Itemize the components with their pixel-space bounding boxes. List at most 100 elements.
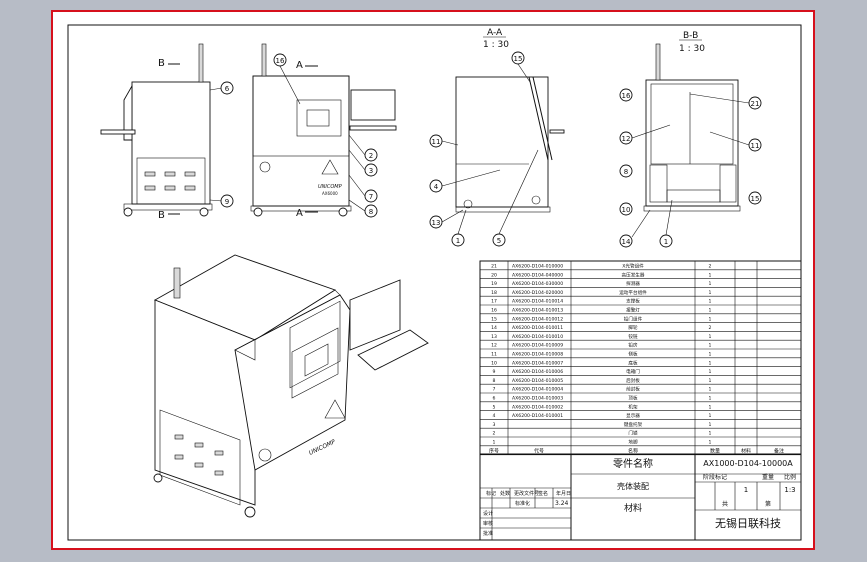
bom-name: 底板 — [628, 359, 638, 366]
sheet-count: 1 — [744, 486, 748, 494]
section-a-scale: 1 : 30 — [483, 40, 509, 50]
bom-seq: 11 — [491, 352, 497, 358]
balloon-label: 8 — [369, 208, 373, 216]
scale-value: 1:3 — [784, 486, 795, 494]
designer-label: 设计 — [483, 510, 493, 517]
bom-qty: 1 — [709, 316, 712, 322]
change-date-label: 年月日 — [556, 490, 571, 497]
bom-qty: 1 — [709, 290, 712, 296]
cut-label-b-top: B — [158, 58, 165, 69]
bom-code: AX6200-D104-010012 — [512, 316, 563, 322]
bom-code: AX6200-D104-010001 — [512, 413, 563, 419]
balloon-label: 9 — [225, 198, 229, 206]
bom-name: 后封板 — [626, 377, 640, 384]
bom-seq: 1 — [493, 440, 496, 446]
section-b-title: B-B — [683, 31, 698, 41]
left-body — [131, 81, 211, 205]
bom-qty: 1 — [709, 396, 712, 402]
bom-name: 地脚 — [628, 439, 638, 446]
balloon-label: 6 — [225, 85, 230, 93]
bom-name: 铰链 — [628, 333, 638, 340]
balloon-label: 4 — [434, 183, 439, 191]
stage-label: 阶段标记 — [703, 473, 727, 481]
bom-row: 6 AX6200-D104-010003 顶板 1 — [480, 395, 801, 403]
balloon-label: 1 — [456, 237, 460, 245]
bom-code: AX6200-D104-010013 — [512, 308, 563, 314]
bom-qty: 2 — [709, 325, 712, 331]
bom-qty: 1 — [709, 378, 712, 384]
bom-qty: 1 — [709, 413, 712, 419]
bom-seq: 6 — [493, 396, 496, 402]
bom-name: 支撑板 — [626, 298, 640, 305]
section-b-scale: 1 : 30 — [679, 44, 705, 54]
front-body — [252, 75, 350, 207]
bom-seq: 14 — [491, 325, 497, 331]
bom-code: AX6200-D104-010000 — [512, 264, 563, 270]
bom-seq: 12 — [491, 343, 497, 349]
sheet-label: 共 — [722, 500, 728, 508]
balloon-label: 10 — [622, 206, 631, 214]
page-label: 第 — [765, 500, 771, 508]
bom-name: 机架 — [628, 403, 638, 410]
balloon-label: 5 — [497, 237, 501, 245]
material-label: 材料 — [624, 502, 642, 514]
bom-code: AX6200-D104-010006 — [512, 369, 563, 375]
bom-qty: 1 — [709, 308, 712, 314]
bom-qty: 1 — [709, 360, 712, 366]
bom-code: AX6200-D104-010007 — [512, 360, 563, 366]
section-b-view: B-B 1 : 30 16 21 12 11 8 10 15 14 1 — [619, 31, 762, 248]
change-mark-label: 标记 — [486, 490, 496, 497]
bom-code: AX6200-D104-010010 — [512, 334, 563, 340]
bom-qty: 1 — [709, 272, 712, 278]
balloon — [220, 194, 234, 208]
bom-header-material: 材料 — [741, 447, 751, 454]
bom-seq: 8 — [493, 378, 496, 384]
bom-name: 脚轮 — [628, 324, 638, 331]
bom-name: 电箱门 — [626, 368, 640, 375]
weight-label: 重量 — [762, 473, 774, 481]
balloon-label: 21 — [751, 100, 760, 108]
bom-name: 侧板 — [628, 351, 638, 358]
cut-label-a-top: A — [296, 60, 303, 71]
isometric-view: UNICOMP — [153, 254, 429, 518]
bom-qty: 2 — [709, 264, 712, 270]
title-block: 零件名称 AX1000-D104-10000A 壳体装配 材料 无锡日联科技 1… — [479, 453, 802, 541]
bom-name: 前封板 — [626, 386, 640, 393]
bom-code: AX6200-D104-020000 — [512, 290, 563, 296]
balloon-label: 13 — [432, 219, 441, 227]
bom-seq: 4 — [493, 413, 496, 419]
cut-label-b-bottom: B — [158, 210, 165, 221]
left-side-view: B B 6 9 — [100, 43, 234, 221]
std-label: 标准化 — [515, 500, 530, 507]
part-name-label: 零件名称 — [613, 457, 653, 470]
bom-qty: 1 — [709, 334, 712, 340]
balloon-label: 12 — [622, 135, 631, 143]
bom-code: AX6200-D104-010003 — [512, 396, 563, 402]
bom-seq: 16 — [491, 308, 497, 314]
balloon — [220, 81, 234, 95]
bom-header-code: 代号 — [534, 447, 544, 454]
section-a-title: A-A — [487, 28, 503, 38]
date-value: 3.24 — [555, 500, 569, 507]
bom-code: AX6200-D104-010009 — [512, 343, 563, 349]
bom-name: 探测器 — [626, 280, 640, 287]
bom-name: 顶板 — [628, 395, 638, 402]
bom-name: 运动平台组件 — [619, 289, 647, 296]
bom-seq: 19 — [491, 281, 497, 287]
bom-name: 铅门组件 — [624, 315, 643, 322]
front-view: UNICOMP AX6000 16 A A 2 3 7 8 — [250, 43, 397, 219]
